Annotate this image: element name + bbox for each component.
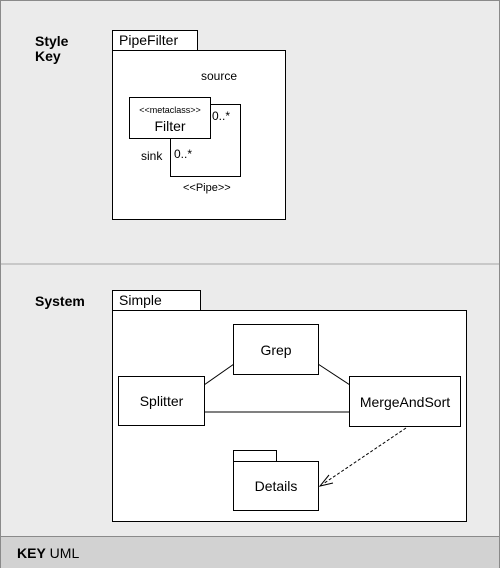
key-notation: UML <box>45 545 80 561</box>
merge-details-dependency <box>322 427 407 485</box>
filter-name: Filter <box>154 118 186 134</box>
sink-multiplicity: 0..* <box>174 147 193 161</box>
splitter-component: Splitter <box>118 376 205 426</box>
key-label: KEY <box>17 545 46 561</box>
grep-merge-connector <box>317 363 351 386</box>
key-legend: KEY UML <box>17 545 79 561</box>
system-label: System <box>35 293 85 309</box>
splitter-grep-connector <box>203 363 235 386</box>
mergeandsort-component: MergeAndSort <box>349 376 461 427</box>
style-key-label: Style Key <box>35 33 69 64</box>
grep-component: Grep <box>233 324 319 375</box>
details-package: Details <box>233 461 319 511</box>
style-key-panel: Style Key PipeFilter <<metaclass>> Filte… <box>1 1 499 263</box>
simple-package-tab: Simple <box>112 290 201 311</box>
dependency-arrowhead <box>318 474 334 487</box>
sink-label: sink <box>141 149 163 163</box>
key-bar: KEY UML <box>1 536 499 568</box>
source-label: source <box>201 69 238 83</box>
source-multiplicity: 0..* <box>212 109 231 123</box>
metaclass-stereotype: <<metaclass>> <box>139 105 201 115</box>
system-panel: System Simple Grep Splitter MergeAndSort… <box>1 265 499 535</box>
pipefilter-package-tab: PipeFilter <box>112 30 198 51</box>
pipe-stereotype: <<Pipe>> <box>183 182 231 194</box>
connector-lines <box>203 363 407 487</box>
section-divider <box>1 263 499 265</box>
filter-metaclass-box: <<metaclass>> Filter <box>129 97 211 139</box>
